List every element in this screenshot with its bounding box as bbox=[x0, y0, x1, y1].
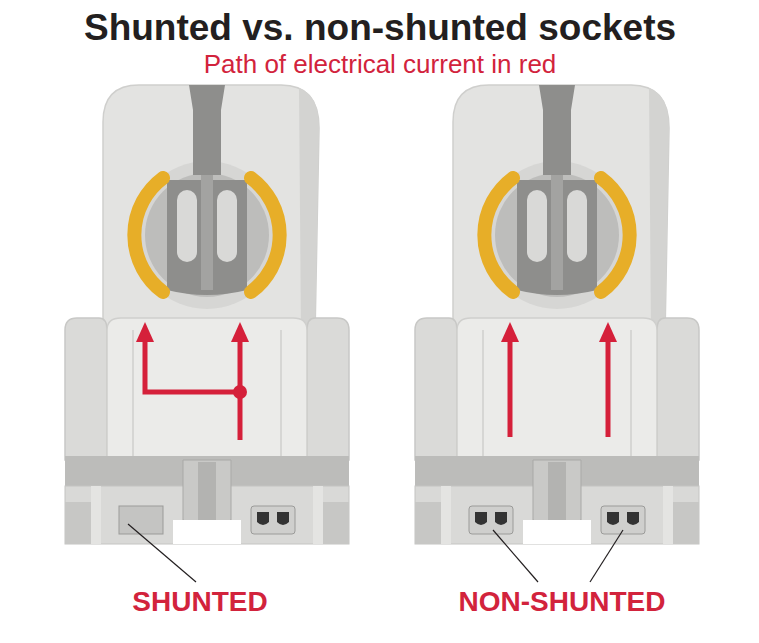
non-shunted-socket bbox=[415, 85, 699, 544]
type-label: NON-SHUNTED bbox=[459, 587, 666, 618]
title: Shunted vs. non-shunted sockets bbox=[84, 8, 676, 49]
shunted-socket bbox=[65, 85, 349, 544]
type-label: SHUNTED bbox=[132, 587, 267, 618]
leader-line bbox=[128, 524, 623, 582]
subtitle: Path of electrical current in red bbox=[204, 50, 557, 79]
